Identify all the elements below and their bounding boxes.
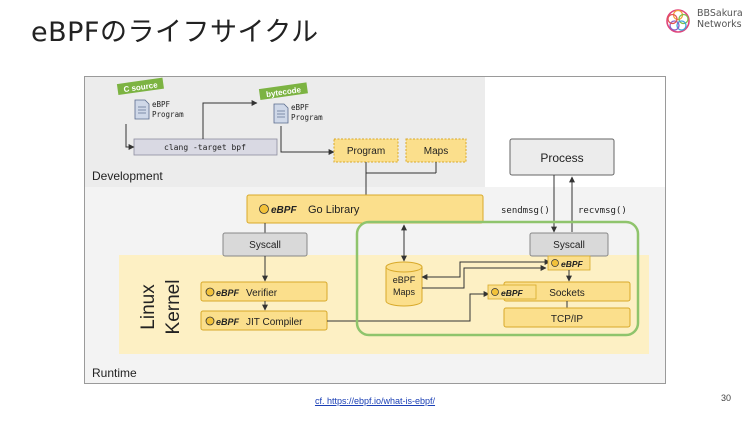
verifier-box xyxy=(200,281,328,302)
file-icon xyxy=(134,99,150,120)
sockets-ebpf-badge: eBPF xyxy=(501,288,524,298)
company-logo xyxy=(666,9,690,33)
page-number: 30 xyxy=(721,393,732,403)
go-library-label: Go Library xyxy=(308,204,360,216)
clang-command: clang -target bpf xyxy=(164,143,246,152)
recvmsg-label: recvmsg() xyxy=(578,206,627,216)
development-label: Development xyxy=(92,169,163,183)
citation-link[interactable]: cf. https://ebpf.io/what-is-ebpf/ xyxy=(314,396,436,406)
sockets-label: Sockets xyxy=(549,288,585,299)
kernel-label-kernel: Kernel xyxy=(163,280,184,335)
verifier-badge: eBPF xyxy=(216,288,240,298)
highlight-frame xyxy=(355,220,640,337)
logo-line1: BBSakura xyxy=(697,8,743,19)
bee-icon xyxy=(551,259,559,267)
arrow-maps-sockets xyxy=(422,265,547,289)
sockets-ebpf-badge-box xyxy=(487,284,537,300)
tcpip-box xyxy=(503,307,631,328)
ebpf-maps-line1: eBPF xyxy=(393,275,416,285)
bytecode-file-line1: eBPF xyxy=(291,103,310,112)
program-label: Program xyxy=(347,146,385,157)
bee-icon xyxy=(205,287,215,297)
c-file-line2: Program xyxy=(152,110,184,119)
file-icon xyxy=(273,103,289,124)
kernel-region xyxy=(119,255,649,354)
flower-ring-icon xyxy=(666,9,690,33)
sendmsg-label: sendmsg() xyxy=(501,206,550,216)
verifier-label: Verifier xyxy=(246,288,278,299)
slide-title: eBPFのライフサイクル xyxy=(31,17,319,48)
runtime-label: Runtime xyxy=(92,366,137,380)
arrow-maps-syscall xyxy=(421,259,551,280)
syscall-ebpf-badge: eBPF xyxy=(561,259,584,269)
go-library-badge: eBPF xyxy=(271,205,297,216)
arrow-bytecode-to-program xyxy=(280,126,335,155)
bee-icon xyxy=(259,204,269,214)
arrow-c-to-clang xyxy=(125,124,135,150)
ebpf-maps-line2: Maps xyxy=(393,287,416,297)
jit-label: JIT Compiler xyxy=(246,317,303,328)
jit-badge: eBPF xyxy=(216,317,240,327)
kernel-label-linux: Linux xyxy=(138,284,159,330)
ebpf-maps-store xyxy=(385,261,423,307)
arrow-jit-to-sockets xyxy=(327,291,490,322)
logo-line2: Networks xyxy=(697,19,742,30)
maps-label: Maps xyxy=(424,146,448,157)
process-label: Process xyxy=(540,151,583,165)
ebpf-lifecycle-diagram: Development Runtime Linux Kernel C sourc… xyxy=(84,76,666,384)
bee-icon xyxy=(491,288,499,296)
bee-icon xyxy=(205,316,215,326)
process-box xyxy=(509,138,615,176)
logo-text: BBSakura Networks xyxy=(697,8,743,30)
syscall-label-right: Syscall xyxy=(553,240,585,251)
bytecode-file-line2: Program xyxy=(291,113,323,122)
c-file-line1: eBPF xyxy=(152,100,171,109)
tcpip-label: TCP/IP xyxy=(551,314,584,325)
arrow-clang-to-bytecode xyxy=(202,100,258,139)
syscall-label-left: Syscall xyxy=(249,240,281,251)
